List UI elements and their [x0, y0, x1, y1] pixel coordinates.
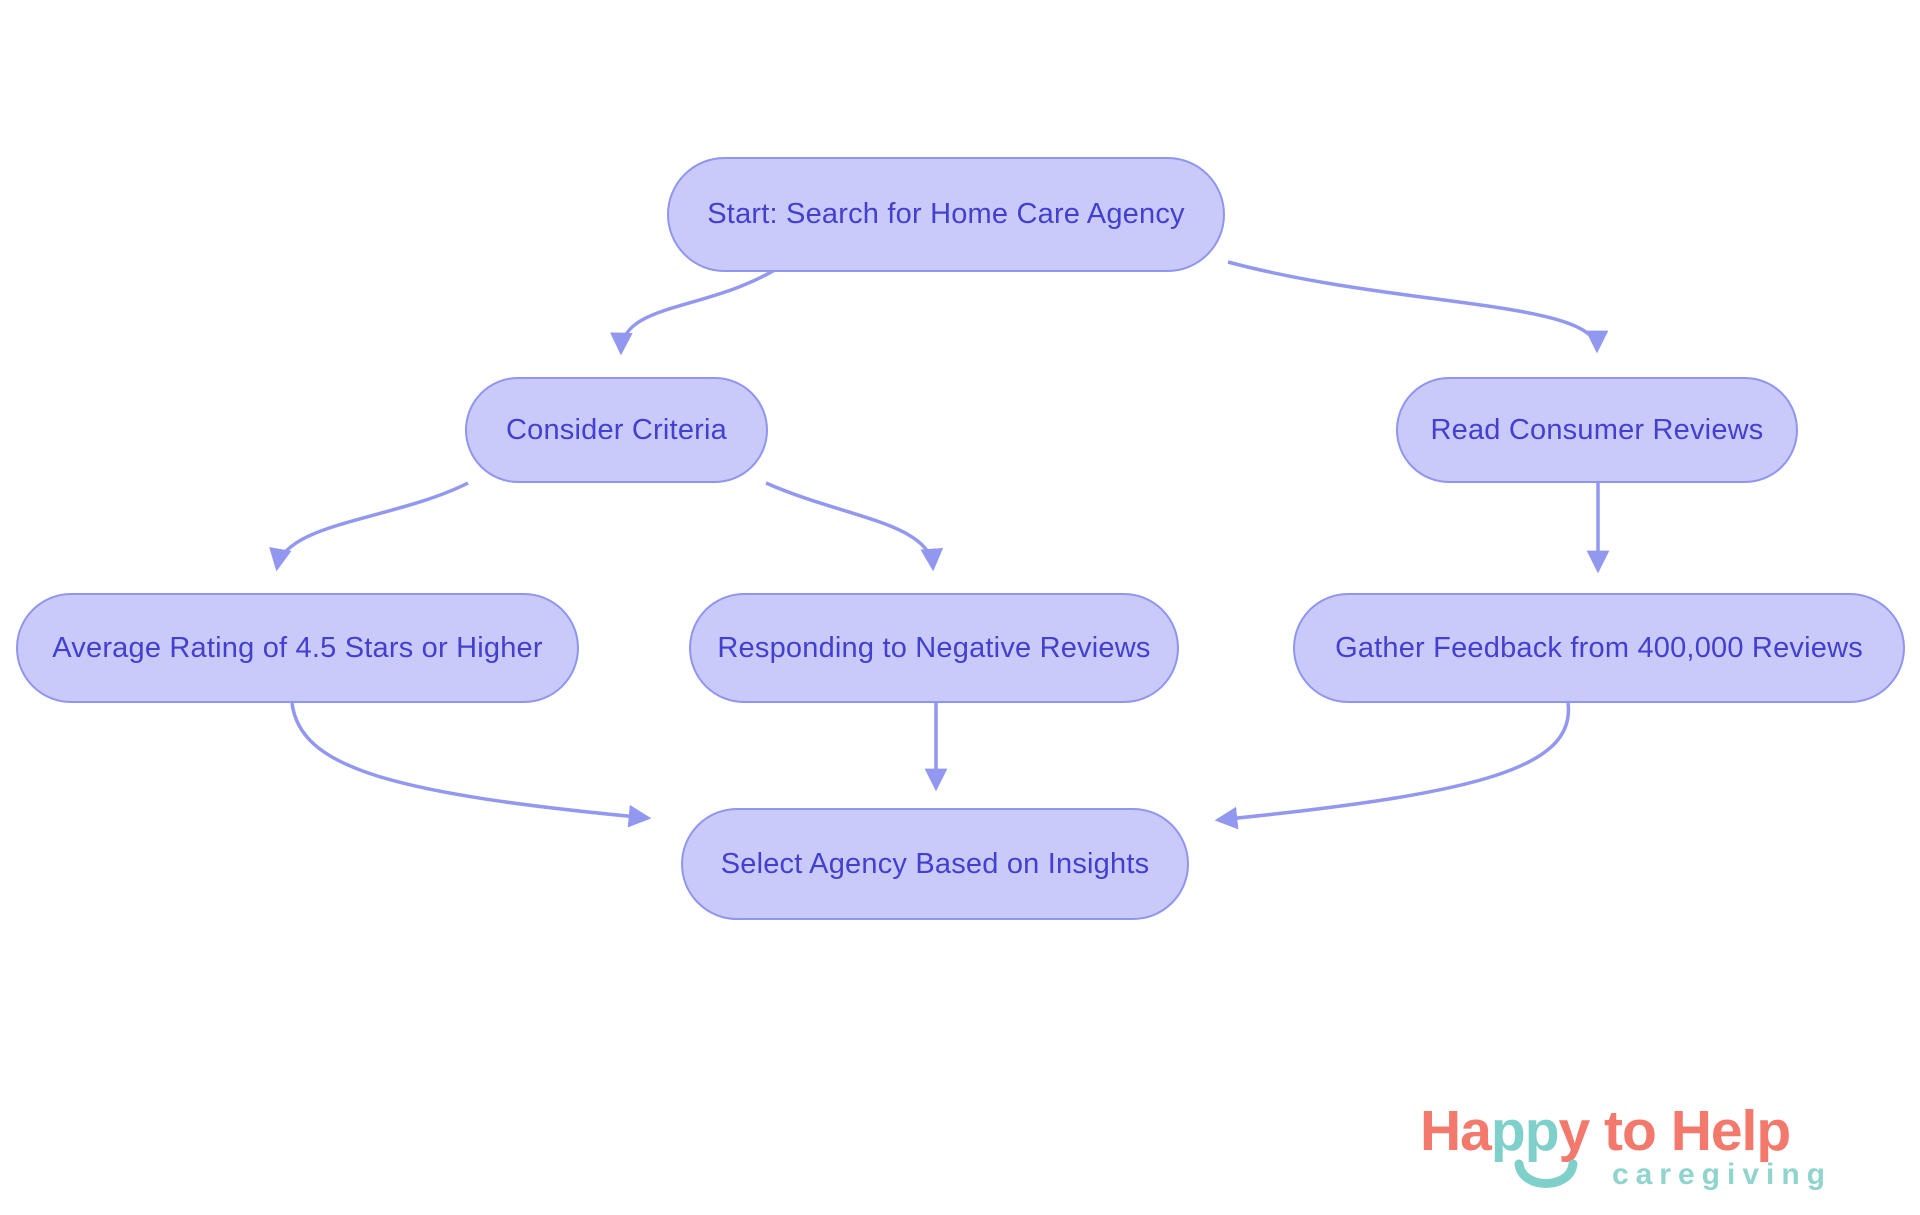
- logo-tagline: caregiving: [1611, 1158, 1832, 1191]
- node-start: Start: Search for Home Care Agency: [667, 157, 1225, 272]
- edge-start-criteria: [610, 266, 779, 356]
- logo-text-y: y: [1558, 1099, 1591, 1163]
- edge-feedback-select: [1214, 702, 1571, 830]
- logo-text-ha: Ha: [1420, 1099, 1492, 1163]
- edge-start-reviews: [1227, 260, 1609, 354]
- edge-criteria-negative: [765, 481, 944, 572]
- smile-icon: [1514, 1159, 1578, 1188]
- node-read-consumer-reviews-label: Read Consumer Reviews: [1430, 413, 1764, 446]
- node-start-label: Start: Search for Home Care Agency: [707, 198, 1185, 230]
- node-responding-negative-reviews: Responding to Negative Reviews: [689, 593, 1179, 703]
- node-consider-criteria: Consider Criteria: [465, 377, 768, 483]
- logo-text-pp: pp: [1490, 1099, 1560, 1163]
- node-average-rating: Average Rating of 4.5 Stars or Higher: [16, 593, 579, 703]
- node-read-consumer-reviews: Read Consumer Reviews: [1396, 377, 1798, 483]
- logo-text-to-help: to Help: [1589, 1099, 1791, 1163]
- node-select-agency: Select Agency Based on Insights: [681, 808, 1189, 920]
- logo-wordmark: Happy to Help: [1420, 1098, 1890, 1164]
- node-average-rating-label: Average Rating of 4.5 Stars or Higher: [52, 631, 543, 664]
- node-responding-negative-reviews-label: Responding to Negative Reviews: [717, 631, 1151, 664]
- node-consider-criteria-label: Consider Criteria: [506, 413, 727, 446]
- node-select-agency-label: Select Agency Based on Insights: [720, 847, 1150, 880]
- node-gather-feedback: Gather Feedback from 400,000 Reviews: [1293, 593, 1905, 703]
- node-gather-feedback-label: Gather Feedback from 400,000 Reviews: [1335, 631, 1863, 664]
- edge-criteria-rating: [269, 481, 469, 572]
- happy-to-help-logo: Happy to Help caregiving: [1420, 1098, 1890, 1208]
- edge-rating-select: [290, 702, 652, 828]
